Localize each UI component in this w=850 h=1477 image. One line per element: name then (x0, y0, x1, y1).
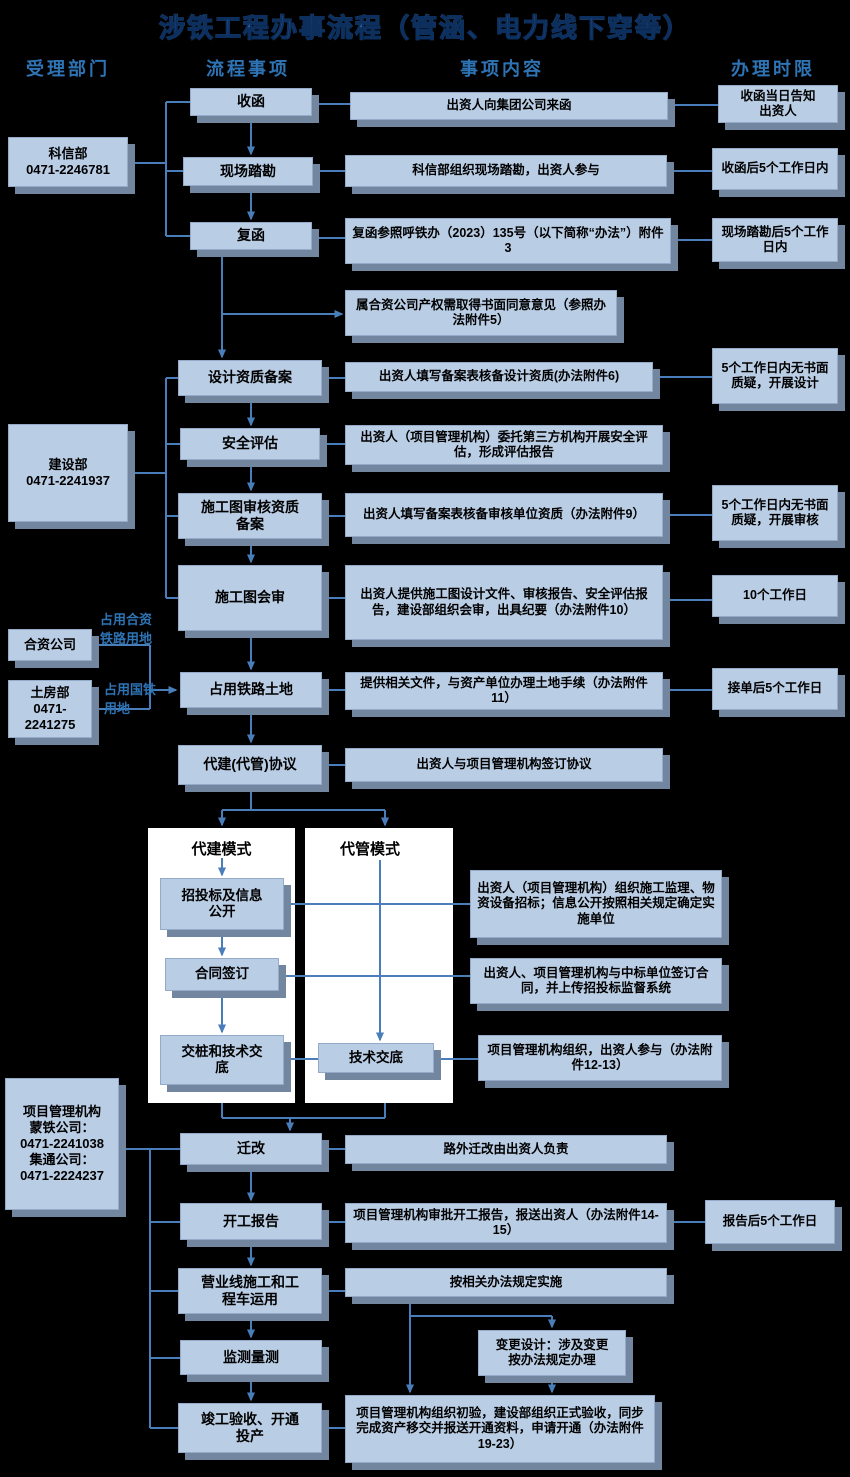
content-commencement-approval: 项目管理机构审批开工报告，报送出资人（办法附件14-15） (345, 1203, 667, 1243)
mode-daijian-title: 代建模式 (191, 841, 252, 858)
time-limit-design-5-days: 5个工作日内无书面质疑，开展设计 (712, 348, 838, 404)
dept-tufang: 土房部 0471- 2241275 (8, 680, 92, 738)
content-safety-assessment: 出资人（项目管理机构）委托第三方机构开展安全评估，形成评估报告 (345, 425, 663, 465)
column-header-process: 流程事项 (206, 59, 290, 79)
time-limit-5-days-after-report: 报告后5个工作日 (705, 1200, 835, 1244)
flow-step-operating-line-construction: 营业线施工和工 程车运用 (178, 1268, 322, 1314)
content-agreement-signing: 出资人与项目管理机构签订协议 (345, 748, 663, 782)
content-completion-acceptance: 项目管理机构组织初验，建设部组织正式验收，同步完成资产移交并报送开通资料，申请开… (345, 1395, 655, 1463)
flow-step-relocation: 迁改 (180, 1133, 322, 1165)
flow-step-drawing-review-qualification-filing: 施工图审核资质 备案 (178, 493, 322, 539)
edge-label-joint-venture-land: 占用合资 铁路用地 (100, 612, 153, 646)
flow-step-agency-agreement: 代建(代管)协议 (178, 745, 322, 785)
flow-step-completion-acceptance: 竣工验收、开通 投产 (178, 1403, 322, 1453)
edge-label-national-rail-land: 占用国铁 用地 (104, 682, 157, 716)
flow-step-design-qualification-filing: 设计资质备案 (178, 360, 322, 396)
time-limit-10-working-days: 10个工作日 (712, 575, 838, 617)
content-review-unit-qualification: 出资人填写备案表核备审核单位资质（办法附件9） (345, 493, 663, 537)
time-limit-review-5-days: 5个工作日内无书面质疑，开展审核 (712, 485, 838, 541)
flow-step-reply-letter: 复函 (190, 222, 312, 250)
flow-step-safety-assessment: 安全评估 (180, 428, 320, 460)
content-land-procedures: 提供相关文件，与资产单位办理土地手续（办法附件11） (345, 672, 663, 710)
time-limit-same-day-notice: 收函当日告知 出资人 (718, 85, 838, 123)
time-limit-5-days-after-order: 接单后5个工作日 (712, 668, 838, 710)
page-title: 涉铁工程办事流程（管涵、电力线下穿等） (0, 8, 850, 45)
content-contract-upload: 出资人、项目管理机构与中标单位签订合同，并上传招投标监督系统 (470, 958, 722, 1004)
dept-project-management: 项目管理机构 蒙铁公司： 0471-2241038 集通公司： 0471-222… (5, 1078, 119, 1210)
flow-step-receive-letter: 收函 (190, 88, 312, 116)
time-limit-5-days-after-survey: 现场踏勘后5个工作日内 (712, 218, 838, 262)
content-per-regulations: 按相关办法规定实施 (345, 1268, 667, 1297)
flow-step-site-survey: 现场踏勘 (183, 157, 313, 186)
mode-step-technical-handover: 技术交底 (318, 1043, 434, 1073)
content-bidding-organization: 出资人（项目管理机构）组织施工监理、物资设备招标；信息公开按照相关规定确定实施单… (470, 870, 722, 938)
dept-kexin: 科信部 0471-2246781 (8, 137, 128, 187)
content-joint-venture-consent: 属合资公司产权需取得书面同意意见（参照办法附件5） (345, 290, 617, 336)
content-site-survey: 科信部组织现场踏勘，出资人参与 (345, 155, 667, 187)
column-header-content: 事项内容 (460, 59, 544, 79)
content-design-qualification: 出资人填写备案表核备设计资质(办法附件6) (345, 362, 653, 392)
column-header-time-limit: 办理时限 (731, 59, 815, 79)
content-handover-participation: 项目管理机构组织，出资人参与（办法附件12-13） (478, 1035, 722, 1081)
dept-jianshe: 建设部 0471-2241937 (8, 424, 128, 522)
time-limit-5-days-after-letter: 收函后5个工作日内 (712, 148, 838, 190)
column-header-department: 受理部门 (26, 59, 110, 79)
content-drawing-joint-review: 出资人提供施工图设计文件、审核报告、安全评估报告，建设部组织会审，出具纪要（办法… (345, 565, 663, 640)
flow-step-monitoring: 监测量测 (180, 1340, 322, 1375)
content-relocation-responsibility: 路外迁改由出资人负责 (345, 1135, 667, 1164)
flow-step-drawing-joint-review: 施工图会审 (178, 565, 322, 631)
flow-step-commencement-report: 开工报告 (180, 1203, 322, 1240)
mode-step-stakeout-technical-handover: 交桩和技术交 底 (160, 1035, 284, 1085)
content-design-change: 变更设计：涉及变更 按办法规定办理 (478, 1330, 626, 1376)
mode-step-bidding-info-disclosure: 招投标及信息 公开 (160, 878, 284, 930)
content-reply-letter: 复函参照呼铁办（2023）135号（以下简称“办法”）附件3 (345, 218, 671, 264)
mode-daiguan-title: 代管模式 (339, 841, 400, 858)
content-receive-letter: 出资人向集团公司来函 (350, 92, 668, 120)
flow-step-railway-land-occupation: 占用铁路土地 (180, 672, 322, 708)
mode-step-contract-signing: 合同签订 (165, 958, 279, 991)
dept-joint-venture-company: 合资公司 (8, 629, 92, 661)
